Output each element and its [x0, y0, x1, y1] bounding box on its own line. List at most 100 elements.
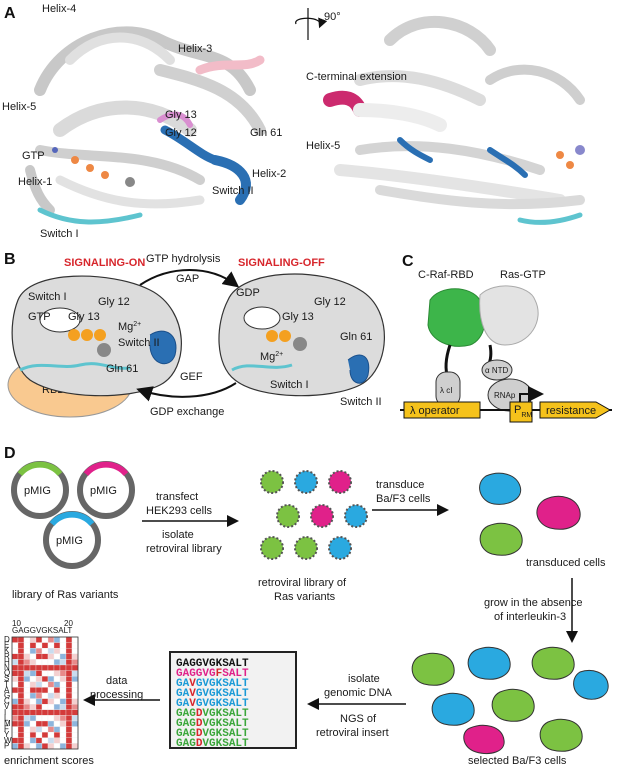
heatmap-cell — [35, 737, 43, 744]
heatmap-cell — [35, 732, 43, 738]
heatmap-cell — [17, 720, 25, 727]
heatmap-cell — [23, 715, 31, 722]
heatmap-cell — [65, 681, 73, 688]
read-row: GAGGVGFSALT — [176, 668, 249, 680]
panel-d-letter: D — [4, 445, 16, 462]
panel-a: A Helix-4 Helix-3 Helix-5 Gly 13 Gly 12 … — [2, 3, 585, 240]
heatmap-row-label: L — [4, 713, 9, 722]
heatmap-cell — [29, 715, 37, 722]
heatmap-row-label: K — [4, 646, 10, 655]
heatmap-cell — [29, 659, 37, 666]
selected-cells-caption: selected Ba/F3 cells — [468, 755, 567, 767]
heatmap-cell — [47, 704, 55, 710]
on-gtp-label: GTP — [28, 311, 51, 323]
heatmap-cell — [23, 737, 31, 744]
heatmap-cell — [71, 692, 79, 699]
heatmap-cell — [35, 698, 43, 705]
heatmap-cell — [59, 681, 67, 688]
heatmap-cell — [59, 698, 67, 705]
on-mg-label: Mg2+ — [118, 321, 141, 333]
label-helix3: Helix-3 — [178, 43, 212, 55]
switch1-on-shape — [19, 362, 131, 372]
heatmap-cell — [17, 704, 25, 710]
heatmap-cell — [53, 664, 61, 671]
heatmap-cell — [35, 709, 43, 716]
heatmap-cell — [53, 726, 61, 733]
heatmap-cell — [53, 681, 61, 688]
heatmap-cell — [59, 704, 67, 710]
svg-text:pMIG: pMIG — [90, 485, 117, 497]
heatmap-cell — [59, 732, 67, 738]
heatmap-cell — [29, 687, 37, 694]
heatmap-cell — [17, 726, 25, 733]
heatmap-cell — [35, 659, 43, 666]
heatmap-cell — [71, 732, 79, 738]
heatmap-cell — [47, 743, 55, 750]
heatmap-cell — [29, 692, 37, 699]
heatmap-cell — [53, 648, 61, 654]
off-gln61-label: Gln 61 — [340, 331, 372, 343]
heatmap-cell — [41, 687, 49, 694]
off-gly12-label: Gly 12 — [314, 296, 346, 308]
heatmap-cell — [65, 709, 73, 716]
heatmap-cell — [17, 743, 25, 750]
heatmap-row-label: V — [4, 702, 10, 711]
heatmap-row-label: P — [4, 741, 9, 750]
heatmap-cell — [41, 704, 49, 710]
heatmap-cell — [71, 653, 79, 660]
read-row: GAGDVGKSALT — [176, 718, 249, 730]
on-gly12-label: Gly 12 — [98, 296, 130, 308]
heatmap-tick-20: 20 — [64, 619, 73, 628]
heatmap-cell — [23, 676, 31, 682]
ras-structure-right — [323, 15, 585, 225]
phosphate-off-2 — [279, 330, 291, 342]
resistance-gene-arrow — [539, 401, 612, 419]
heatmap-cell — [71, 743, 79, 750]
svg-text:pMIG: pMIG — [56, 535, 83, 547]
label-gtp: GTP — [22, 150, 45, 162]
heatmap-cell — [11, 704, 19, 710]
heatmap-cell — [11, 659, 19, 666]
heatmap-cell — [41, 636, 49, 643]
heatmap-row-label: S — [4, 674, 9, 683]
heatmap-cell — [35, 653, 43, 660]
off-gdp-label: GDP — [236, 287, 260, 299]
mg-ion-on — [97, 343, 111, 357]
plasmid-green: pMIG — [11, 461, 69, 519]
heatmap-row-label: D — [4, 635, 10, 644]
heatmap-cell — [41, 670, 49, 677]
reads-box — [169, 651, 297, 749]
signaling-off-title: SIGNALING-OFF — [238, 257, 325, 269]
heatmap-cell — [35, 681, 43, 688]
heatmap-cell — [23, 704, 31, 710]
grow-label-1: grow in the absence — [484, 597, 582, 609]
heatmap-cell — [35, 743, 43, 750]
heatmap-cell — [29, 709, 37, 716]
read-row: GAGDVGKSALT — [176, 728, 249, 740]
heatmap-cell — [65, 642, 73, 649]
heatmap-cell — [17, 653, 25, 660]
heatmap-cell — [47, 659, 55, 666]
heatmap-cell — [41, 726, 49, 733]
label-switch1: Switch I — [40, 228, 79, 240]
heatmap-cell — [65, 698, 73, 705]
resistance-label: resistance — [546, 405, 596, 417]
plasmid-magenta: pMIG — [77, 461, 135, 519]
label-switch2: Switch II — [212, 185, 254, 197]
heatmap-cell — [11, 687, 19, 694]
heatmap-cell — [11, 726, 19, 733]
heatmap-cell — [71, 687, 79, 694]
heatmap-cell — [71, 681, 79, 688]
rotation-label: 90° — [324, 11, 341, 23]
grow-label-2: of interleukin-3 — [494, 611, 566, 623]
gdp-exchange-arrow — [136, 382, 237, 402]
heatmap-cell — [59, 709, 67, 716]
heatmap-cell — [11, 715, 19, 722]
heatmap-cell — [65, 715, 73, 722]
heatmap-cell — [47, 664, 55, 671]
heatmap-cell — [23, 648, 31, 654]
heatmap-cell — [23, 659, 31, 666]
label-helix2: Helix-2 — [252, 168, 286, 180]
